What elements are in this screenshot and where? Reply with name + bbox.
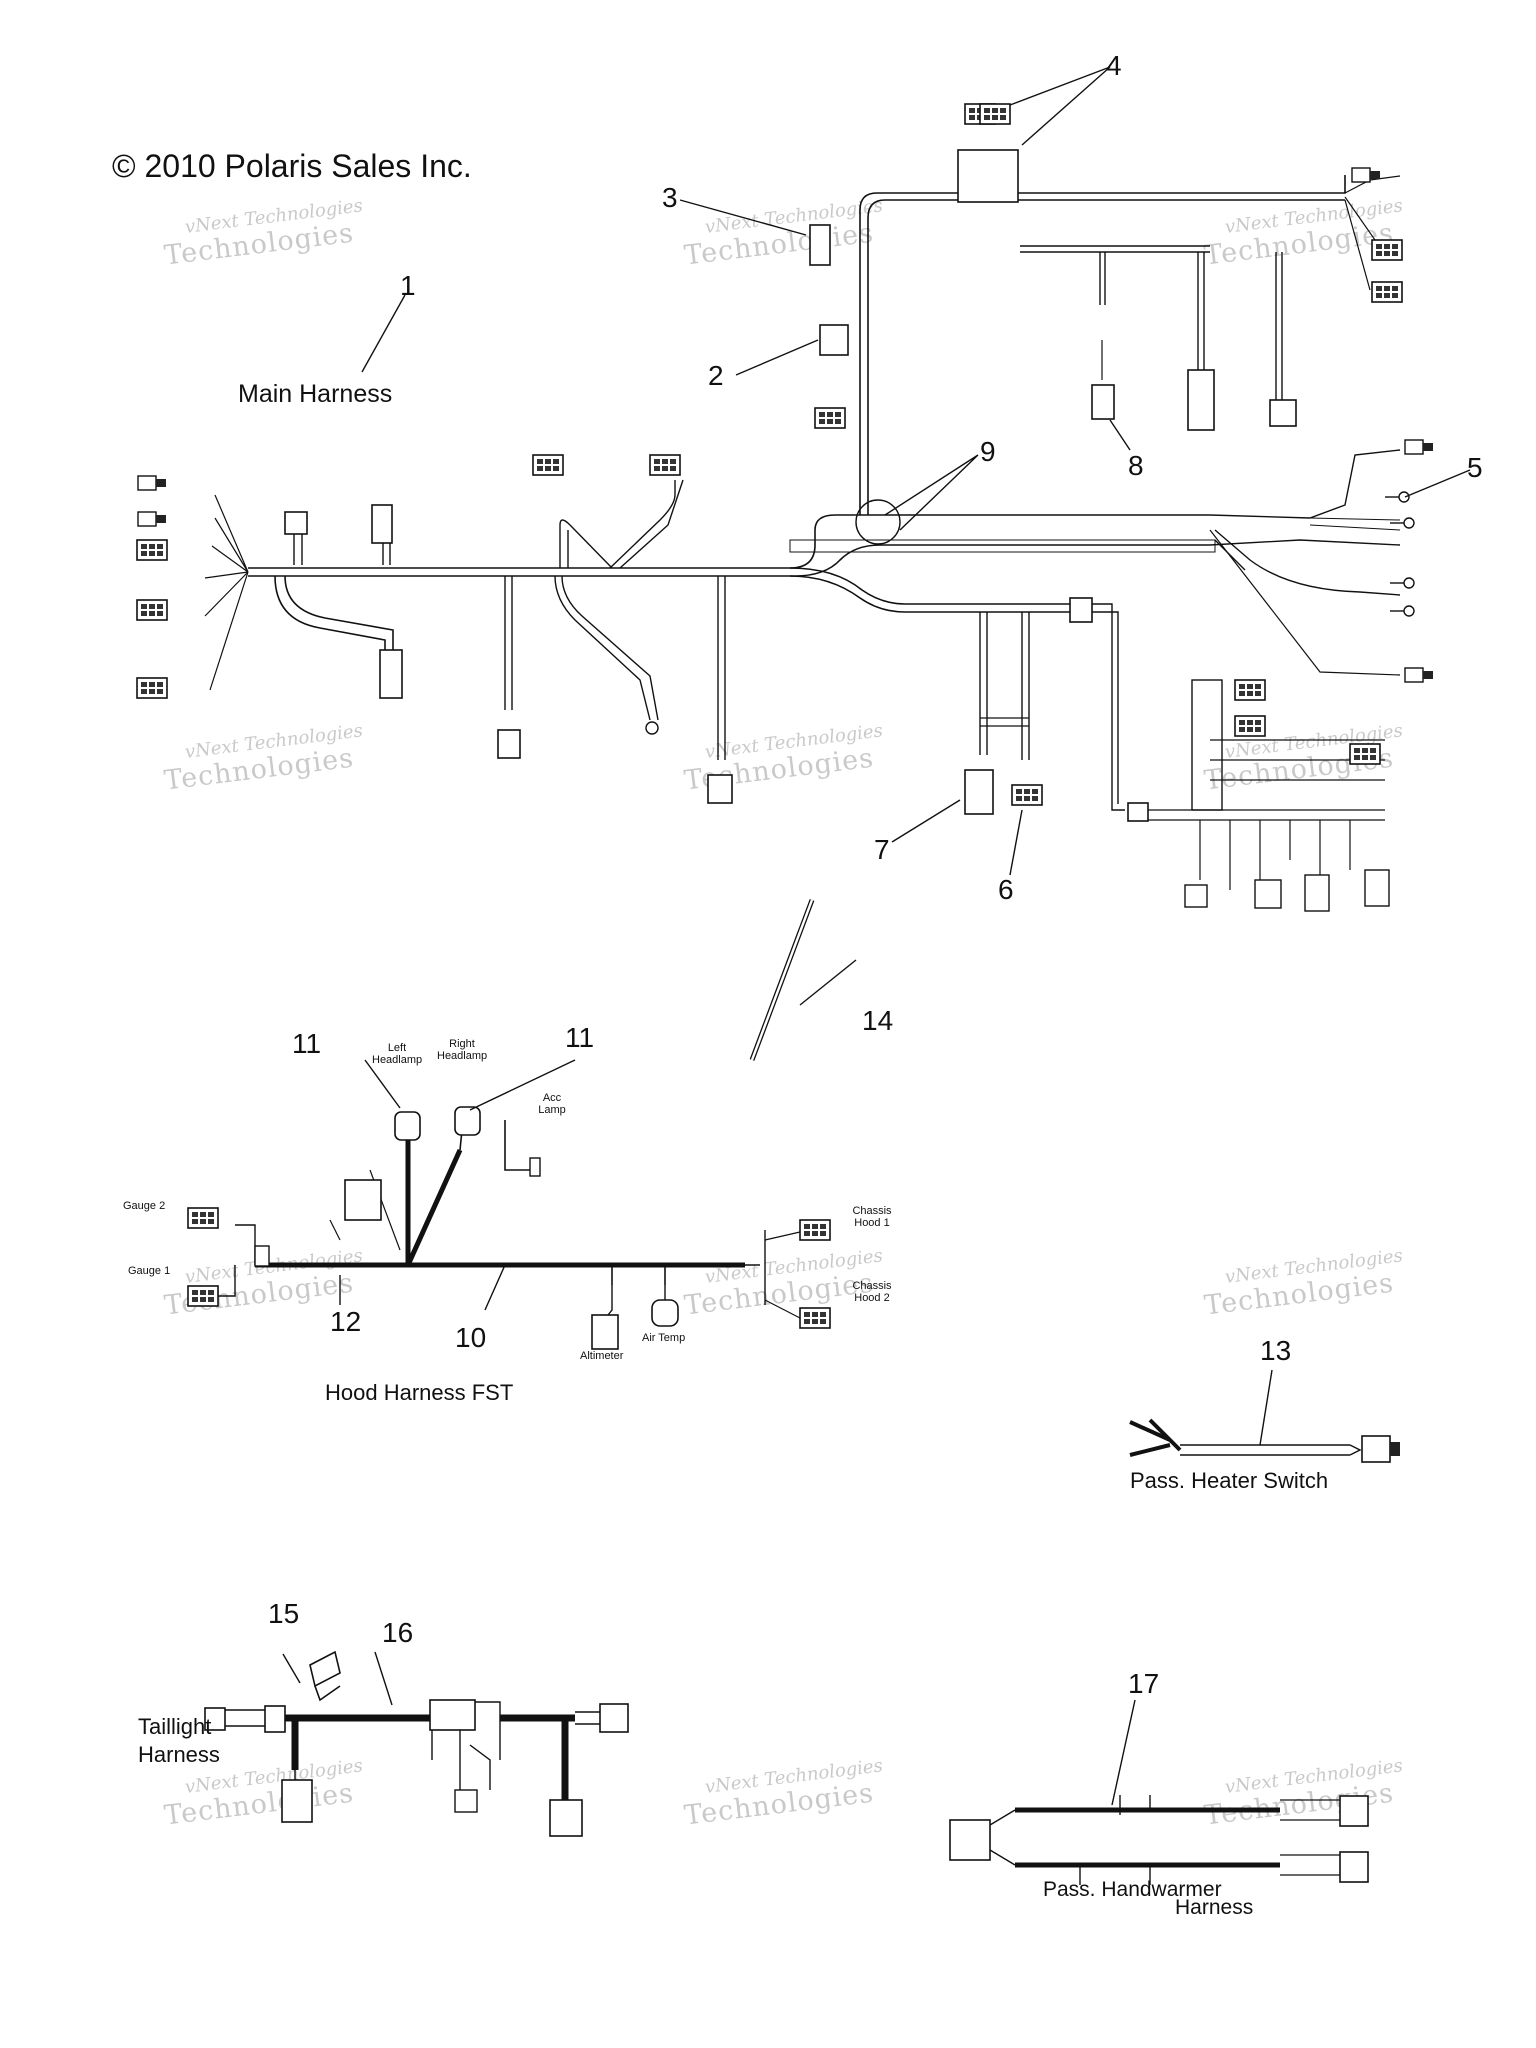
- main-harness-components: [136, 103, 1434, 912]
- taillight-components: [204, 1650, 629, 1837]
- callout-9: 9: [980, 436, 996, 467]
- callout-8: 8: [1128, 450, 1144, 481]
- hood-harness: [200, 1119, 801, 1319]
- handwarmer-components: [949, 1795, 1369, 1883]
- callout-14: 14: [862, 1005, 894, 1036]
- main-harness: [204, 175, 1401, 890]
- handwarmer-harness: [989, 1699, 1340, 1885]
- callout-17: 17: [1128, 1668, 1160, 1699]
- section-title-heater-switch: Pass. Heater Switch: [1130, 1468, 1329, 1493]
- hood-leaders: [339, 1059, 576, 1311]
- callout-7: 7: [874, 834, 890, 865]
- heater-switch-harness: [1129, 1369, 1400, 1463]
- label-gauge-1: Gauge 1: [128, 1265, 171, 1277]
- callout-11-left: 11: [292, 1028, 322, 1059]
- callout-16: 16: [382, 1617, 414, 1648]
- callout-3: 3: [662, 182, 678, 213]
- hood-components: [187, 1106, 831, 1350]
- callout-4: 4: [1106, 50, 1122, 81]
- part-14-rod-core: [750, 899, 814, 1061]
- callout-5: 5: [1467, 452, 1483, 483]
- section-title-main-harness: Main Harness: [238, 380, 393, 408]
- section-title-taillight-2: Harness: [138, 1742, 220, 1767]
- label-altimeter: Altimeter: [580, 1350, 624, 1362]
- callout-1: 1: [400, 270, 416, 301]
- callout-15: 15: [268, 1598, 300, 1629]
- callout-11-right: 11: [565, 1022, 595, 1053]
- section-title-hood-harness: Hood Harness FST: [325, 1380, 514, 1405]
- section-title-handwarmer-2: Harness: [1175, 1896, 1254, 1919]
- callout-2: 2: [708, 360, 724, 391]
- section-title-taillight-1: Taillight: [138, 1714, 212, 1739]
- section-title-handwarmer-1: Pass. Handwarmer: [1043, 1878, 1222, 1901]
- main-leaders: [361, 66, 1471, 1006]
- label-gauge-2: Gauge 2: [123, 1200, 166, 1212]
- copyright-text: © 2010 Polaris Sales Inc.: [112, 148, 472, 184]
- callout-13: 13: [1260, 1335, 1292, 1366]
- callout-6: 6: [998, 874, 1014, 905]
- callout-12: 12: [330, 1306, 362, 1337]
- label-air-temp: Air Temp: [642, 1332, 686, 1344]
- callout-10: 10: [455, 1322, 487, 1353]
- taillight-harness: [220, 1651, 600, 1800]
